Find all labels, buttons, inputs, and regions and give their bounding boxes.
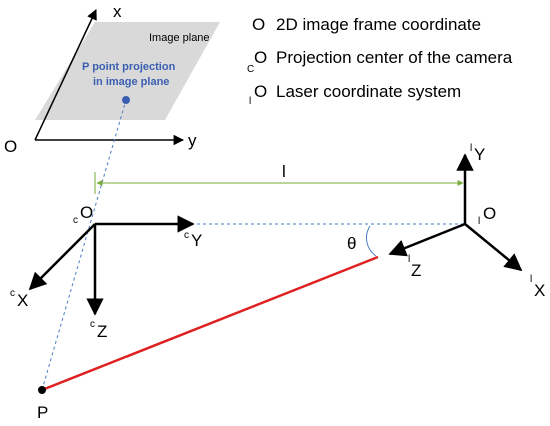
image-origin-label: O	[4, 137, 17, 156]
distance-label: l	[282, 162, 286, 181]
image-point-label-line2: in image plane	[93, 76, 169, 88]
image-axis-x-label: x	[113, 2, 122, 21]
image-point-label-line1: P point projection	[82, 61, 176, 73]
legend-item3-symbol: O	[254, 82, 267, 101]
camera-y-label: Y	[191, 231, 202, 250]
camera-y-sup: c	[184, 230, 189, 241]
legend-item1-text: 2D image frame coordinate	[276, 15, 481, 34]
laser-origin-sub: l	[478, 216, 480, 227]
laser-y-sup: l	[470, 143, 472, 154]
image-plane	[35, 22, 220, 120]
camera-x-label: X	[17, 291, 28, 310]
image-plane-title: Image plane	[149, 32, 210, 44]
laser-ray	[41, 255, 379, 392]
laser-z-sup: l	[408, 254, 410, 265]
camera-x-axis	[28, 223, 96, 291]
legend-item2-symbol: O	[254, 48, 267, 67]
camera-z-label: Z	[97, 322, 107, 341]
image-point	[122, 96, 130, 104]
laser-x-label: X	[534, 281, 545, 300]
camera-z-sup: c	[90, 319, 95, 330]
angle-label: θ	[347, 234, 356, 253]
legend-item2-sub: C	[247, 64, 254, 75]
image-axis-y-label: y	[188, 131, 197, 150]
camera-origin-label: O	[80, 203, 93, 222]
laser-origin-label: O	[483, 204, 496, 223]
camera-origin-sub: c	[73, 215, 78, 226]
angle-arc	[366, 225, 377, 257]
laser-z-label: Z	[411, 261, 421, 280]
image-x-axis	[34, 9, 97, 141]
camera-x-sup: c	[10, 288, 15, 299]
legend-item2-text: Projection center of the camera	[276, 48, 513, 67]
laser-z-axis	[388, 222, 466, 257]
legend-item1-symbol: O	[252, 15, 265, 34]
point-p	[38, 386, 46, 394]
projection-line	[41, 99, 127, 391]
laser-y-label: Y	[474, 145, 485, 164]
legend-item3-text: Laser coordinate system	[276, 82, 461, 101]
laser-x-sup: l	[530, 274, 532, 285]
laser-x-axis	[464, 223, 523, 272]
legend-item3-sub: l	[249, 96, 251, 107]
point-p-label: P	[37, 403, 48, 422]
